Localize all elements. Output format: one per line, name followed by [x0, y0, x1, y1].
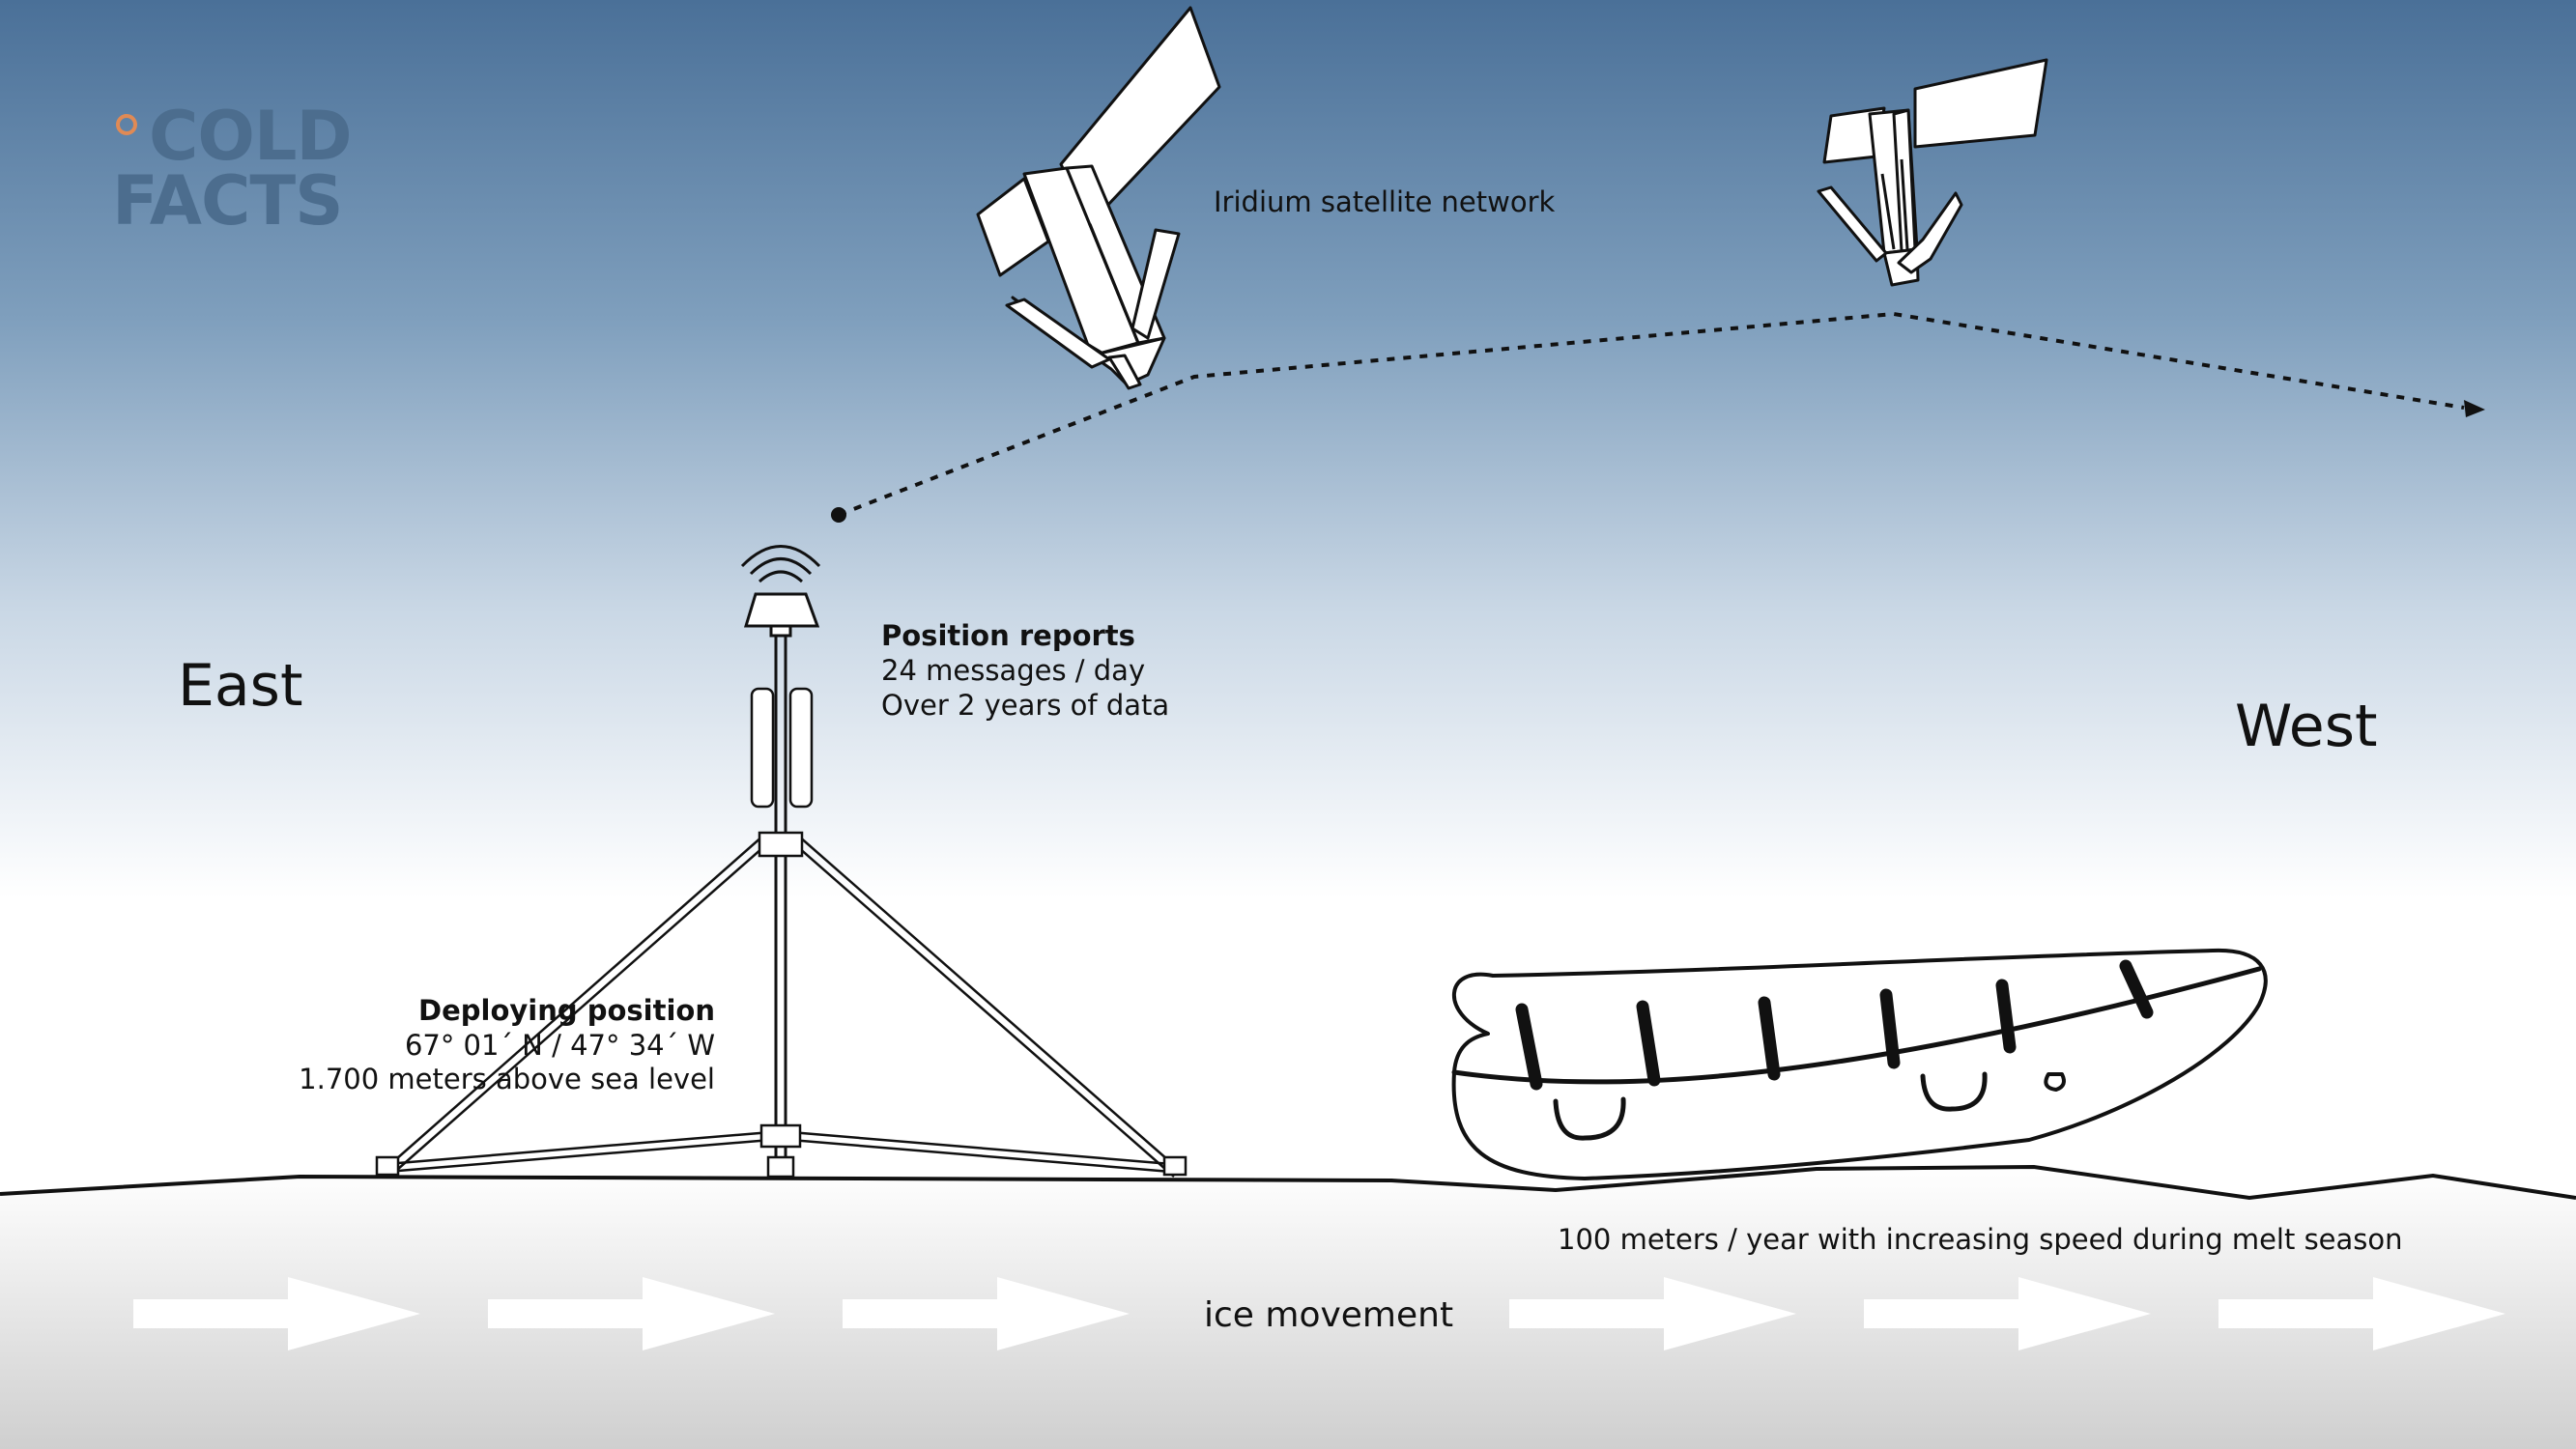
ice-movement-arrows	[133, 1277, 2505, 1350]
arrow-right-icon	[2218, 1277, 2505, 1350]
logo-degree-icon	[116, 114, 137, 135]
west-label: West	[2235, 693, 2378, 760]
east-label: East	[178, 652, 303, 720]
tripod-icon	[375, 633, 1188, 1179]
satellite-orbit-path	[831, 311, 2485, 523]
deploying-elevation: 1.700 meters above sea level	[299, 1063, 715, 1095]
ice-speed-label: 100 meters / year with increasing speed …	[1558, 1223, 2403, 1256]
boat-icon	[1451, 948, 2268, 1180]
position-reports-title: Position reports	[881, 619, 1135, 652]
deploying-position-title: Deploying position	[418, 994, 715, 1027]
satellite-icon	[1817, 58, 2048, 287]
position-reports-duration: Over 2 years of data	[881, 689, 1170, 722]
arrow-right-icon	[843, 1277, 1130, 1350]
arrow-right-icon	[1864, 1277, 2151, 1350]
cold-facts-logo: COLD FACTS	[112, 97, 353, 241]
ice-sheet	[0, 1167, 2576, 1449]
satellite-network-label: Iridium satellite network	[1214, 185, 1556, 218]
gps-antenna-icon	[740, 545, 821, 638]
arrow-right-icon	[133, 1277, 420, 1350]
deploying-coordinates: 67° 01´ N / 47° 34´ W	[404, 1029, 715, 1062]
ice-movement-label: ice movement	[1204, 1295, 1454, 1335]
arrow-right-icon	[488, 1277, 775, 1350]
position-reports-frequency: 24 messages / day	[881, 654, 1146, 687]
satellite-icon	[976, 6, 1221, 390]
ice-surface-line	[0, 1164, 2576, 1201]
logo-line-2: FACTS	[112, 160, 343, 241]
logo-line-1: COLD	[149, 97, 353, 176]
arrow-right-icon	[1509, 1277, 1796, 1350]
